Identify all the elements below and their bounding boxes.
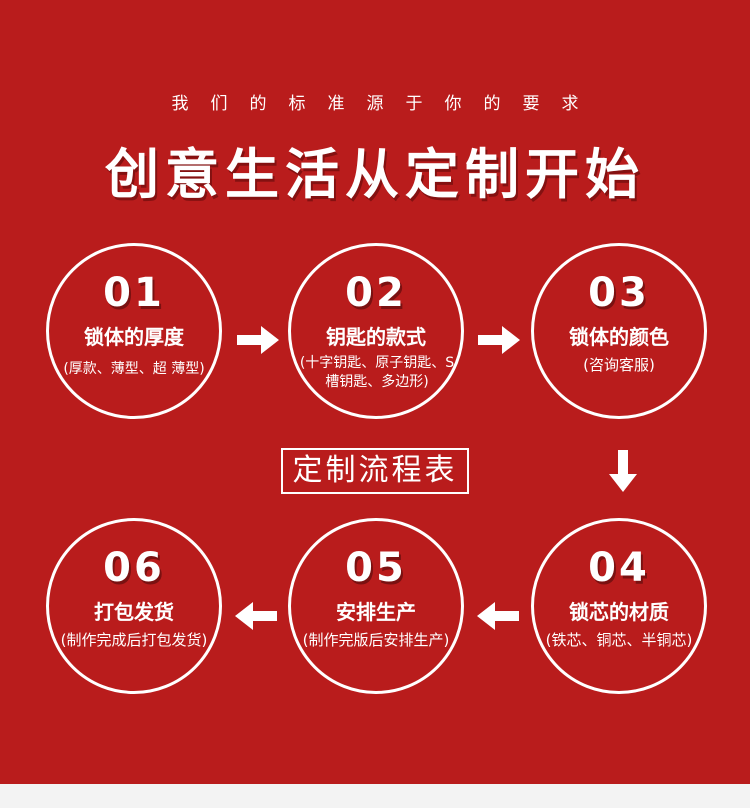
step-name: 安排生产	[336, 600, 416, 624]
step-02-circle: 02 钥匙的款式 (十字钥匙、原子钥匙、S槽钥匙、多边形)	[288, 243, 464, 419]
step-number: 02	[345, 270, 407, 316]
step-06-circle: 06 打包发货 (制作完成后打包发货)	[46, 518, 222, 694]
step-description: (十字钥匙、原子钥匙、S槽钥匙、多边形)	[299, 355, 455, 390]
arrow-right-icon	[478, 326, 520, 354]
step-name: 锁体的颜色	[569, 325, 669, 349]
flow-chart-label: 定制流程表	[281, 448, 469, 494]
arrow-down-icon	[609, 450, 637, 492]
step-name: 钥匙的款式	[326, 325, 426, 349]
page-title: 创意生活从定制开始	[105, 143, 645, 206]
step-description: (咨询客服)	[583, 356, 655, 374]
step-name: 锁芯的材质	[569, 600, 669, 624]
step-description: (制作完版后安排生产)	[302, 631, 450, 649]
step-05-circle: 05 安排生产 (制作完版后安排生产)	[288, 518, 464, 694]
footer-strip	[0, 784, 750, 808]
step-number: 01	[103, 270, 165, 316]
step-name: 打包发货	[94, 600, 174, 624]
step-number: 03	[588, 270, 650, 316]
subtitle: 我们的标准源于你的要求	[171, 94, 601, 114]
arrow-left-icon	[477, 602, 519, 630]
step-number: 04	[588, 545, 650, 591]
step-description: (铁芯、铜芯、半铜芯)	[545, 631, 693, 649]
step-04-circle: 04 锁芯的材质 (铁芯、铜芯、半铜芯)	[531, 518, 707, 694]
step-description: (厚款、薄型、超 薄型)	[63, 361, 205, 377]
step-name: 锁体的厚度	[84, 325, 184, 349]
step-number: 05	[345, 545, 407, 591]
arrow-right-icon	[237, 326, 279, 354]
arrow-left-icon	[235, 602, 277, 630]
step-description: (制作完成后打包发货)	[60, 631, 208, 649]
step-01-circle: 01 锁体的厚度 (厚款、薄型、超 薄型)	[46, 243, 222, 419]
step-03-circle: 03 锁体的颜色 (咨询客服)	[531, 243, 707, 419]
step-number: 06	[103, 545, 165, 591]
